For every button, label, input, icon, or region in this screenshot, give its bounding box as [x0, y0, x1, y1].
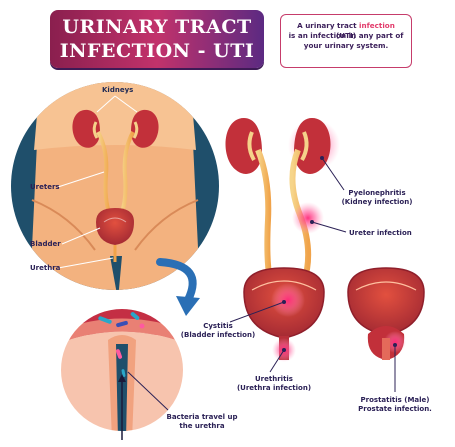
label-pyelonephritis: Pyelonephritis [348, 189, 406, 197]
label-urethritis: Urethritis [255, 375, 293, 383]
label-bacteria-line-1: Bacteria travel up [166, 413, 238, 421]
label-urethra-infection: (Urethra infection) [236, 384, 312, 392]
definition-line-3: your urinary system. [303, 41, 389, 50]
label-ureters: Ureters [30, 183, 60, 191]
bacterium [121, 369, 126, 378]
pyelo-pointer [321, 157, 345, 191]
urethritis-pointer [269, 349, 285, 373]
label-prostatitis: Prostatitis (Male) [360, 396, 430, 404]
bladder-pointer [61, 227, 101, 245]
bacteria-zoom-circle [59, 307, 185, 440]
label-ureter-infection: Ureter infection [349, 229, 412, 237]
zoom-arrow-head [176, 296, 200, 316]
bacterium [98, 316, 112, 324]
cystitis-pointer [229, 301, 285, 323]
bacterium [139, 323, 145, 329]
left-ureter [96, 131, 112, 216]
label-bacteria-line-2: the urethra [179, 422, 225, 430]
ureters-pointer [57, 171, 105, 188]
title-banner [50, 10, 264, 68]
bacterium [116, 320, 128, 328]
label-prostate-infection: Prostate infection. [358, 405, 432, 413]
bladder-infection-glow [271, 283, 305, 317]
bacteria-pointer [127, 371, 169, 411]
definition-line-1: A urinary tract infection (UTI) [297, 21, 395, 40]
kidneys-pointer-right [114, 95, 138, 113]
label-kidneys: Kidneys [102, 86, 134, 94]
kidneys-pointer-left [96, 95, 116, 113]
label-bladder: Bladder [30, 240, 61, 248]
bacterium [130, 312, 140, 320]
bladder [96, 208, 134, 245]
label-urethra: Urethra [30, 264, 61, 272]
zoom-arrow [156, 258, 197, 304]
ureter-pointer [311, 221, 347, 233]
left-kidney [72, 109, 100, 148]
infection-kidney-system [225, 118, 340, 362]
title-line-2: INFECTION - UTI [59, 40, 255, 62]
male-bladder-system [347, 267, 425, 360]
urethra-pointer [57, 257, 114, 269]
label-kidney-infection: (Kidney infection) [341, 198, 413, 206]
definition-line-2: is an infection in any part of [288, 31, 404, 40]
title-line-1: URINARY TRACT [62, 16, 252, 38]
label-cystitis: Cystitis [203, 322, 233, 330]
ureter-infection-glow [292, 202, 324, 234]
bacterium [115, 349, 123, 359]
right-kidney [131, 109, 159, 148]
infection-highlight: infection [359, 21, 395, 30]
right-ureter [119, 131, 135, 216]
label-bladder-infection: (Bladder infection) [180, 331, 256, 339]
definition-box [280, 14, 412, 68]
